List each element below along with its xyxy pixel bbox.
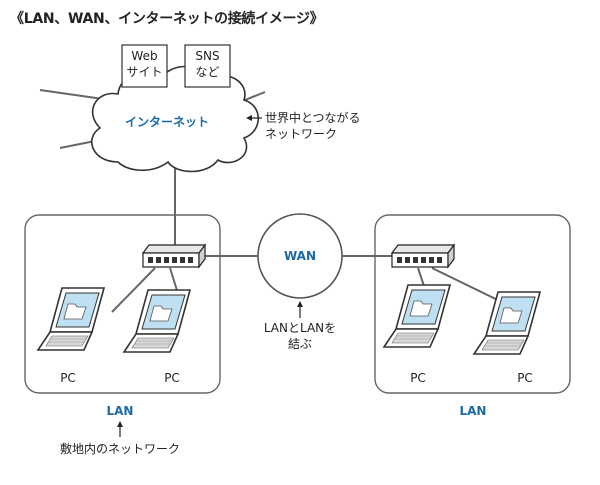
pc-label: PC <box>60 371 76 385</box>
arrow-icon <box>246 115 262 121</box>
internet-note: 世界中とつながる ネットワーク <box>265 111 361 141</box>
switch-hub-icon <box>391 244 455 268</box>
lan-note: 敷地内のネットワーク <box>59 442 180 456</box>
web-site-label: Web サイト <box>126 49 163 79</box>
arrow-icon <box>117 421 123 437</box>
pc-label: PC <box>164 371 180 385</box>
wan-circle <box>257 213 343 299</box>
wan-note: LANとLANを 結ぶ <box>263 321 337 351</box>
internet-link-line <box>244 91 266 101</box>
lan-left-enclosure <box>24 214 221 394</box>
diagram-title: 《LAN、WAN、インターネットの接続イメージ》 <box>10 11 324 27</box>
arrow-icon <box>297 301 303 318</box>
sns-label: SNS など <box>195 49 220 79</box>
pc-label: PC <box>517 371 533 385</box>
internet-label: インターネット <box>125 115 210 129</box>
wan-label: WAN <box>283 249 317 263</box>
lan-right-label: LAN <box>459 404 487 418</box>
lan-cable <box>111 267 156 313</box>
web-site-box <box>121 44 168 88</box>
lan-left-label: LAN <box>106 404 134 418</box>
switch-hub-icon <box>142 244 206 268</box>
pc-label: PC <box>410 371 426 385</box>
sns-box <box>184 44 231 88</box>
